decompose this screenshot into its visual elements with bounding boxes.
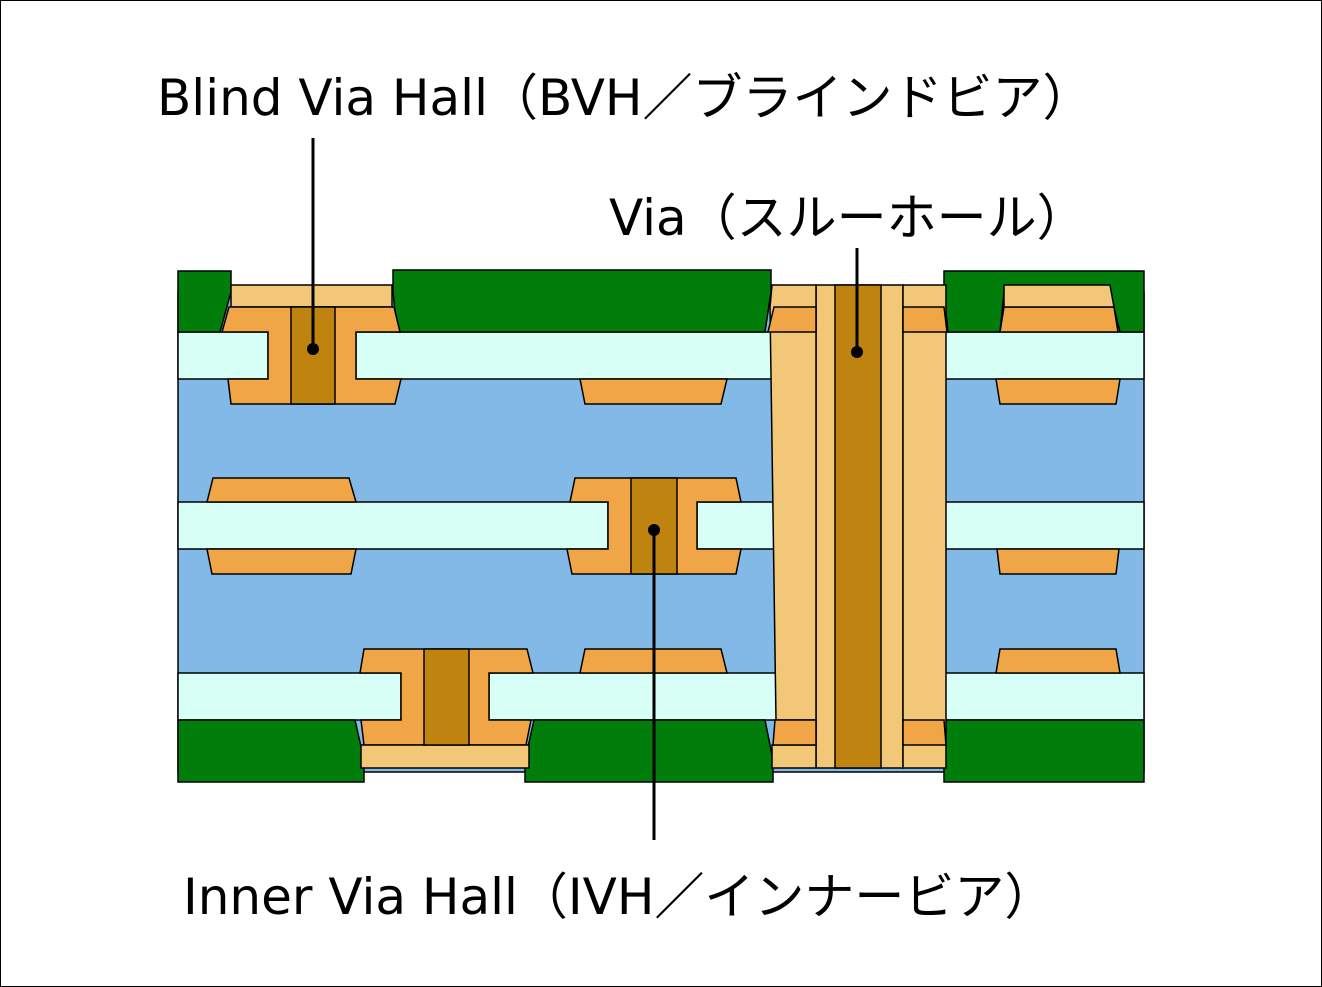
blind-via-pad xyxy=(221,284,402,405)
copper-pads xyxy=(206,306,1121,674)
leader-lines xyxy=(311,138,859,840)
through-hole-via xyxy=(767,284,948,769)
blind-via-label: Blind Via Hall（BVH／ブラインドビア） xyxy=(157,69,1093,127)
solder-resist-bottom xyxy=(177,719,1145,783)
through-via-label: Via（スルーホール） xyxy=(609,189,1087,247)
top-right-plating xyxy=(1003,284,1115,308)
inner-via-label: Inner Via Hall（IVH／インナービア） xyxy=(183,868,1054,926)
bottom-blind-via-pad xyxy=(359,648,534,769)
leader-dots xyxy=(307,343,863,536)
